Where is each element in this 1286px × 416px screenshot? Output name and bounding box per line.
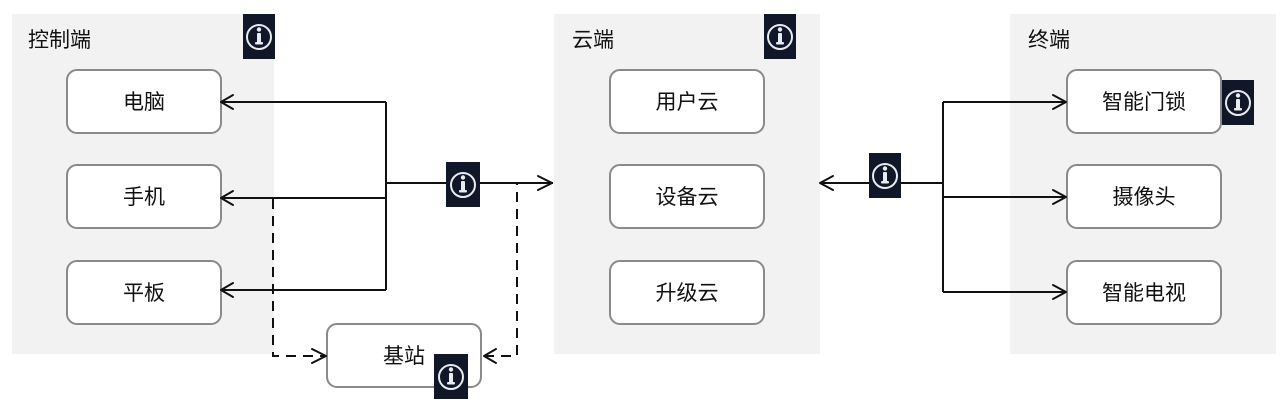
- node-user-cloud-label: 用户云: [656, 90, 719, 114]
- node-camera-box[interactable]: [1066, 164, 1222, 229]
- arrowhead-camera: [1052, 189, 1067, 205]
- edge-phone-base-station: [223, 197, 324, 357]
- info-icon[interactable]: [764, 14, 796, 59]
- node-computer-label: 电脑: [123, 90, 165, 114]
- info-icon[interactable]: [869, 153, 901, 198]
- node-upgrade-cloud-box[interactable]: [609, 260, 765, 325]
- edge-base-station-cloud: [484, 183, 518, 357]
- node-smart-tv-label: 智能电视: [1102, 281, 1186, 305]
- arrowhead-smart-tv: [1052, 284, 1067, 300]
- node-device-cloud-box[interactable]: [609, 164, 765, 229]
- node-smart-lock-label: 智能门锁: [1102, 90, 1186, 114]
- terminal-group-title: 终端: [1028, 28, 1070, 52]
- node-smart-lock-box[interactable]: [1066, 69, 1222, 134]
- node-phone-label: 手机: [123, 185, 165, 209]
- info-icon[interactable]: [243, 14, 275, 59]
- arrowhead-base-station-in: [311, 348, 327, 364]
- node-camera-label: 摄像头: [1113, 185, 1176, 209]
- info-icon[interactable]: [434, 354, 468, 399]
- arrowhead-tablet: [220, 282, 234, 298]
- arrowhead-base-station-out: [483, 348, 497, 364]
- cloud-group-title: 云端: [572, 28, 614, 52]
- node-device-cloud-label: 设备云: [656, 185, 719, 209]
- node-phone-box[interactable]: [66, 164, 222, 229]
- node-computer[interactable]: 电脑: [66, 69, 222, 134]
- info-icon[interactable]: [1222, 80, 1254, 125]
- control-group-title: 控制端: [28, 28, 91, 52]
- arrowhead-cloud-left: [537, 175, 553, 191]
- node-upgrade-cloud-label: 升级云: [656, 281, 719, 305]
- node-device-cloud[interactable]: 设备云: [609, 164, 765, 229]
- arrowhead-smart-lock: [1052, 94, 1067, 110]
- node-tablet-label: 平板: [123, 281, 165, 305]
- arrowhead-phone: [220, 190, 234, 206]
- node-tablet-box[interactable]: [66, 260, 222, 325]
- node-smart-lock[interactable]: 智能门锁: [1066, 69, 1222, 134]
- arrowhead-cloud-right: [819, 175, 834, 191]
- info-icon[interactable]: [446, 162, 480, 207]
- node-smart-tv-box[interactable]: [1066, 260, 1222, 325]
- arrowhead-computer: [220, 94, 234, 110]
- node-upgrade-cloud[interactable]: 升级云: [609, 260, 765, 325]
- node-phone[interactable]: 手机: [66, 164, 222, 229]
- node-user-cloud[interactable]: 用户云: [609, 69, 765, 134]
- node-camera[interactable]: 摄像头: [1066, 164, 1222, 229]
- node-base-station-label: 基站: [383, 344, 425, 368]
- node-tablet[interactable]: 平板: [66, 260, 222, 325]
- node-smart-tv[interactable]: 智能电视: [1066, 260, 1222, 325]
- node-user-cloud-box[interactable]: [609, 69, 765, 134]
